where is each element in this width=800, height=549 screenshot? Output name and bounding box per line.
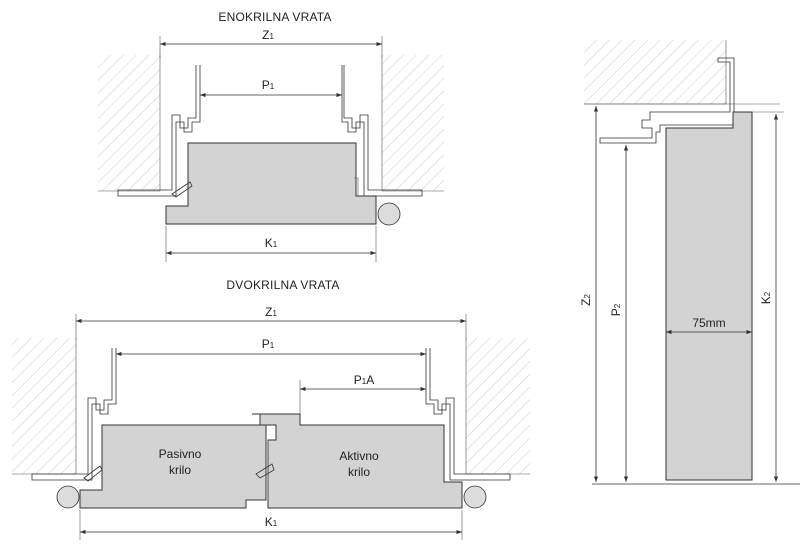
left-wall	[98, 55, 160, 191]
k2-label: K2	[759, 291, 773, 304]
right-wall-edge	[381, 55, 444, 192]
door-seal	[377, 202, 401, 226]
thickness-label: 75mm	[692, 316, 725, 330]
active-leaf	[252, 413, 463, 509]
left-frame-profile	[117, 65, 201, 197]
leaf-section	[665, 111, 753, 481]
center-latch-icon	[255, 463, 275, 479]
left-frame-profile	[31, 348, 117, 481]
left-wall	[12, 338, 76, 474]
k1-label: K1	[265, 515, 278, 529]
latch-detail	[354, 177, 359, 196]
double-door-diagram: DVOKRILNA VRATA Pasivno krilo Aktivno kr…	[12, 278, 530, 540]
door-leaf	[165, 142, 377, 225]
p1a-label: P1A	[354, 373, 374, 387]
right-frame-profile	[341, 65, 423, 197]
k1-label: K1	[265, 236, 278, 250]
passive-leaf-label-line1: Pasivno	[159, 447, 202, 461]
right-seal	[463, 485, 487, 509]
double-door-title: DVOKRILNA VRATA	[226, 278, 339, 292]
z1-label: Z1	[262, 28, 274, 42]
hinge-icon	[83, 465, 103, 482]
left-seal	[56, 485, 80, 509]
z1-label: Z1	[265, 305, 277, 319]
hinge-icon	[171, 181, 193, 198]
right-wall	[382, 55, 444, 191]
z2-label: Z2	[579, 294, 593, 306]
passive-leaf-label-line2: krilo	[169, 463, 191, 477]
left-wall-edge	[98, 55, 161, 192]
active-leaf-label-line2: krilo	[348, 465, 370, 479]
passive-leaf	[79, 424, 267, 509]
p1-label: P1	[262, 78, 275, 92]
single-door-diagram: ENOKRILNA VRATA Z1 P1 K1	[98, 10, 444, 262]
active-leaf-label-line1: Aktivno	[339, 449, 379, 463]
right-wall	[466, 338, 530, 474]
right-frame-profile	[425, 348, 511, 481]
side-section-diagram: Z2 P2 K2 75mm	[579, 40, 800, 485]
p1-label: P1	[262, 337, 275, 351]
p2-label: P2	[609, 303, 623, 316]
single-door-title: ENOKRILNA VRATA	[218, 10, 331, 24]
head-wall	[584, 40, 726, 104]
